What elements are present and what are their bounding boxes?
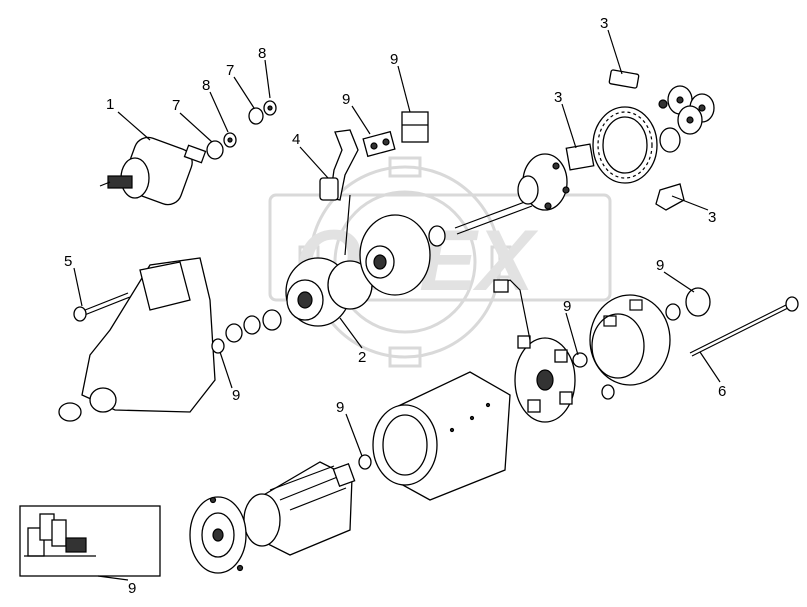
end-cover-part xyxy=(589,287,711,386)
callout-9-yoke: 9 xyxy=(336,399,344,416)
planet-gears xyxy=(658,85,715,153)
callout-7-left: 7 xyxy=(172,97,180,114)
brush-holder-parts xyxy=(565,69,685,211)
callout-1: 1 xyxy=(106,96,114,113)
callout-9-kit: 9 xyxy=(128,580,136,597)
callout-8-right: 8 xyxy=(258,45,266,62)
field-yoke-part xyxy=(358,371,511,501)
armature-part xyxy=(243,461,356,556)
callout-7-right: 7 xyxy=(226,62,234,79)
nut-washer-set xyxy=(206,100,277,160)
solenoid-part xyxy=(99,136,207,206)
callout-8-left: 8 xyxy=(202,77,210,94)
brush-plate-part xyxy=(493,279,615,423)
planet-shaft-part xyxy=(454,153,570,235)
through-bolt-part xyxy=(689,296,799,357)
shift-lever-part xyxy=(319,129,359,256)
callout-9-clip-left: 9 xyxy=(342,91,350,108)
callout-3-top: 3 xyxy=(600,15,608,32)
ring-gear-part xyxy=(592,106,658,184)
drive-pinion-part xyxy=(225,257,373,343)
callout-3-middle: 3 xyxy=(554,89,562,106)
callout-9-clip-top: 9 xyxy=(390,51,398,68)
bolt-part xyxy=(73,292,131,322)
callout-9-brush: 9 xyxy=(563,298,571,315)
callout-9-housing: 9 xyxy=(232,387,240,404)
callout-3-right: 3 xyxy=(708,209,716,226)
callout-2: 2 xyxy=(358,349,366,366)
callout-labels: 1 2 3 3 3 4 5 6 7 7 8 8 9 9 9 9 9 9 9 xyxy=(64,15,726,597)
kit-inset xyxy=(19,505,161,577)
leader-lines xyxy=(73,29,721,581)
bearing-plate-part xyxy=(189,496,247,574)
drive-housing-part xyxy=(58,257,225,422)
intermediate-gear-part xyxy=(359,214,446,296)
callout-5: 5 xyxy=(64,253,72,270)
callout-4: 4 xyxy=(292,131,300,148)
callout-9-bearing: 9 xyxy=(656,257,664,274)
clip-parts xyxy=(362,111,429,158)
callout-6: 6 xyxy=(718,383,726,400)
